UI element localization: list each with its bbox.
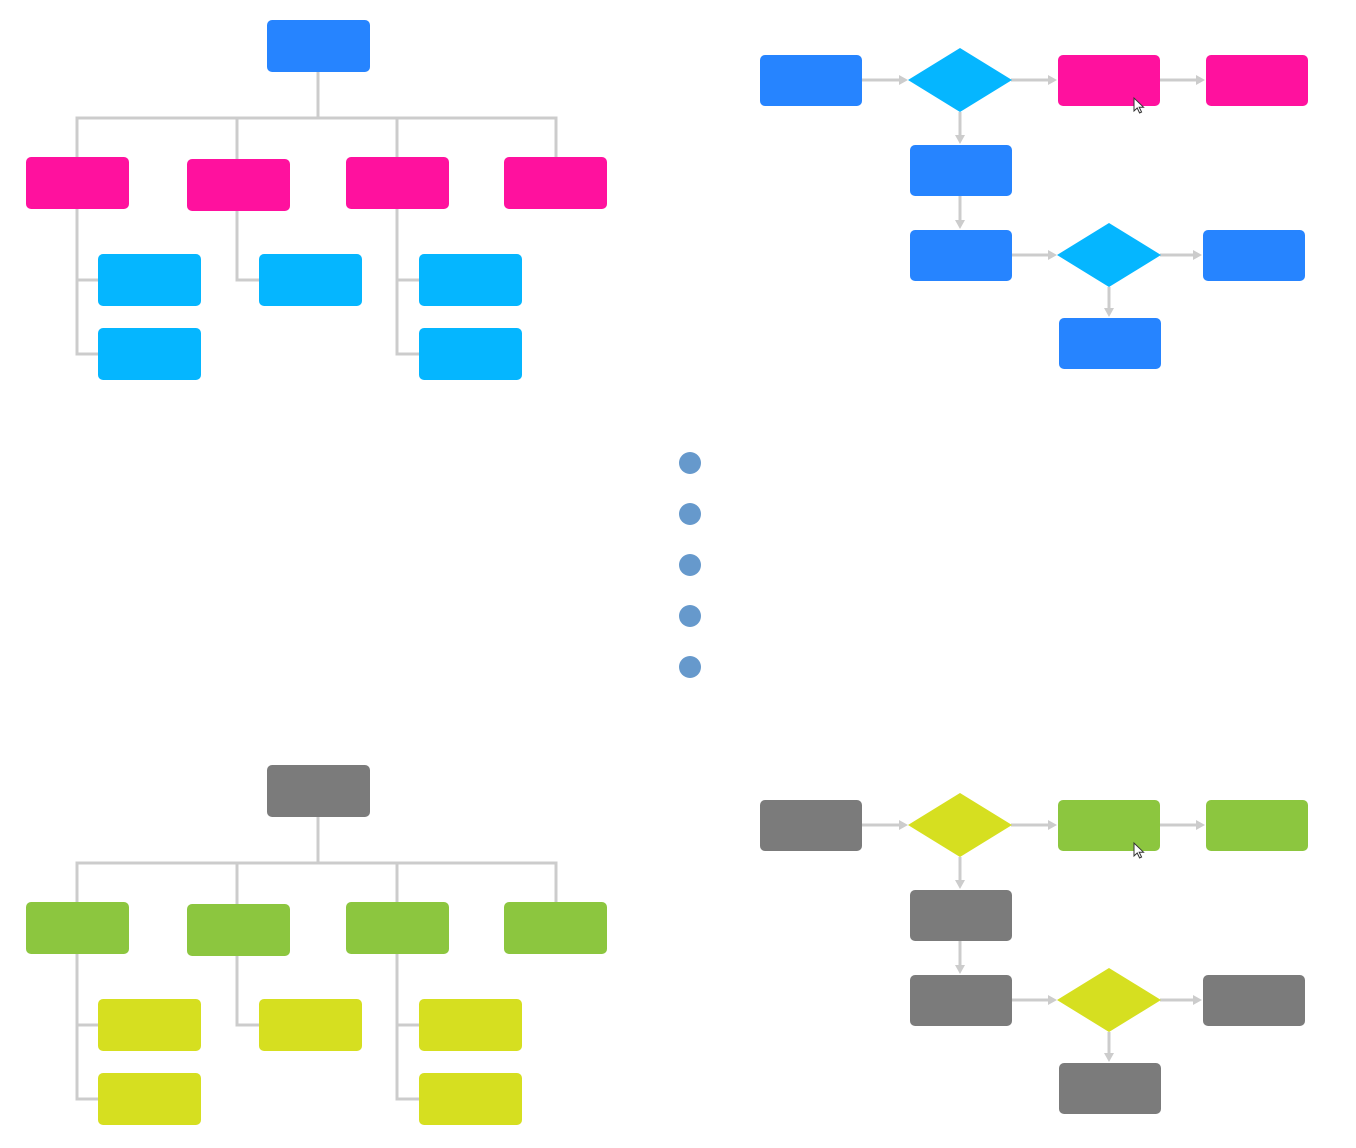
process-node[interactable]: [910, 230, 1012, 281]
decision-node[interactable]: [908, 793, 1012, 857]
arrowhead-icon: [1048, 820, 1057, 830]
arrowhead-icon: [955, 135, 965, 144]
arrowhead-icon: [1048, 75, 1057, 85]
leaf-node[interactable]: [98, 999, 201, 1051]
root-node[interactable]: [267, 765, 370, 817]
arrowhead-icon: [1104, 1053, 1114, 1062]
process-node[interactable]: [910, 975, 1012, 1026]
leaf-node[interactable]: [419, 254, 522, 306]
process-node[interactable]: [1206, 55, 1308, 106]
arrowhead-icon: [899, 75, 908, 85]
flowchart-4: [760, 793, 1308, 1114]
branch-node[interactable]: [26, 157, 129, 209]
process-node[interactable]: [910, 145, 1012, 196]
arrowhead-icon: [1193, 250, 1202, 260]
mouse-pointer-icon: [1133, 841, 1145, 859]
page-indicator-dots: [679, 452, 701, 678]
dot-indicator[interactable]: [679, 503, 701, 525]
arrowhead-icon: [1104, 308, 1114, 317]
decision-node[interactable]: [908, 48, 1012, 112]
decision-node[interactable]: [1057, 968, 1161, 1032]
process-node[interactable]: [1206, 800, 1308, 851]
dot-indicator[interactable]: [679, 605, 701, 627]
leaf-node[interactable]: [98, 254, 201, 306]
process-node[interactable]: [1203, 230, 1305, 281]
dot-indicator[interactable]: [679, 656, 701, 678]
process-node[interactable]: [1058, 800, 1160, 851]
leaf-node[interactable]: [259, 999, 362, 1051]
arrowhead-icon: [899, 820, 908, 830]
leaf-node[interactable]: [419, 1073, 522, 1125]
process-node[interactable]: [1203, 975, 1305, 1026]
leaf-node[interactable]: [98, 328, 201, 380]
leaf-node[interactable]: [419, 328, 522, 380]
org-chart-3: [26, 765, 607, 1125]
mouse-pointer-icon: [1133, 96, 1145, 114]
branch-node[interactable]: [187, 904, 290, 956]
arrowhead-icon: [1196, 820, 1205, 830]
arrowhead-icon: [1048, 995, 1057, 1005]
end-node[interactable]: [1059, 318, 1161, 369]
org-chart-1: [26, 20, 607, 380]
arrowhead-icon: [1196, 75, 1205, 85]
branch-node[interactable]: [187, 159, 290, 211]
branch-node[interactable]: [504, 157, 607, 209]
start-node[interactable]: [760, 800, 862, 851]
decision-node[interactable]: [1057, 223, 1161, 287]
end-node[interactable]: [1059, 1063, 1161, 1114]
branch-node[interactable]: [504, 902, 607, 954]
arrowhead-icon: [1048, 250, 1057, 260]
root-node[interactable]: [267, 20, 370, 72]
branch-node[interactable]: [346, 157, 449, 209]
arrowhead-icon: [955, 880, 965, 889]
dot-indicator[interactable]: [679, 554, 701, 576]
flowchart-2: [760, 48, 1308, 369]
arrowhead-icon: [955, 220, 965, 229]
arrowhead-icon: [955, 965, 965, 974]
leaf-node[interactable]: [98, 1073, 201, 1125]
arrowhead-icon: [1193, 995, 1202, 1005]
process-node[interactable]: [910, 890, 1012, 941]
branch-node[interactable]: [26, 902, 129, 954]
leaf-node[interactable]: [259, 254, 362, 306]
branch-node[interactable]: [346, 902, 449, 954]
dot-indicator[interactable]: [679, 452, 701, 474]
process-node[interactable]: [1058, 55, 1160, 106]
start-node[interactable]: [760, 55, 862, 106]
leaf-node[interactable]: [419, 999, 522, 1051]
